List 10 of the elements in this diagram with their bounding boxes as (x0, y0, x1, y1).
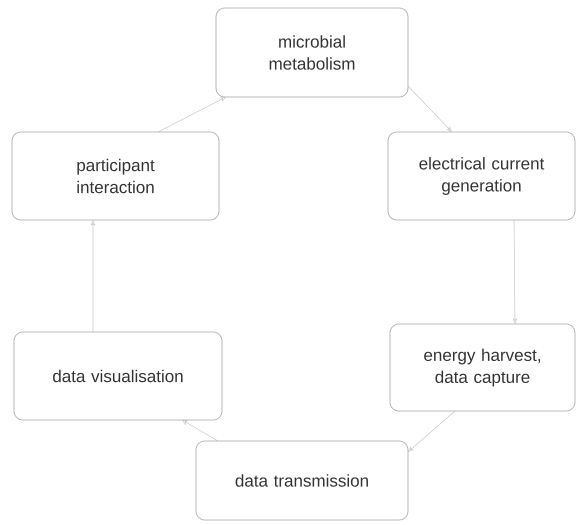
process-box: microbial metabolism (216, 8, 408, 98)
arrow (408, 86, 452, 132)
arrow (158, 97, 226, 132)
process-box: data visualisation (14, 332, 222, 420)
process-box: participant interaction (12, 132, 220, 220)
process-box: energy harvest, data capture (390, 324, 576, 412)
process-box: electrical current generation (388, 132, 576, 220)
process-box: data transmission (196, 440, 408, 520)
arrow (408, 410, 456, 452)
arrow (182, 420, 218, 442)
